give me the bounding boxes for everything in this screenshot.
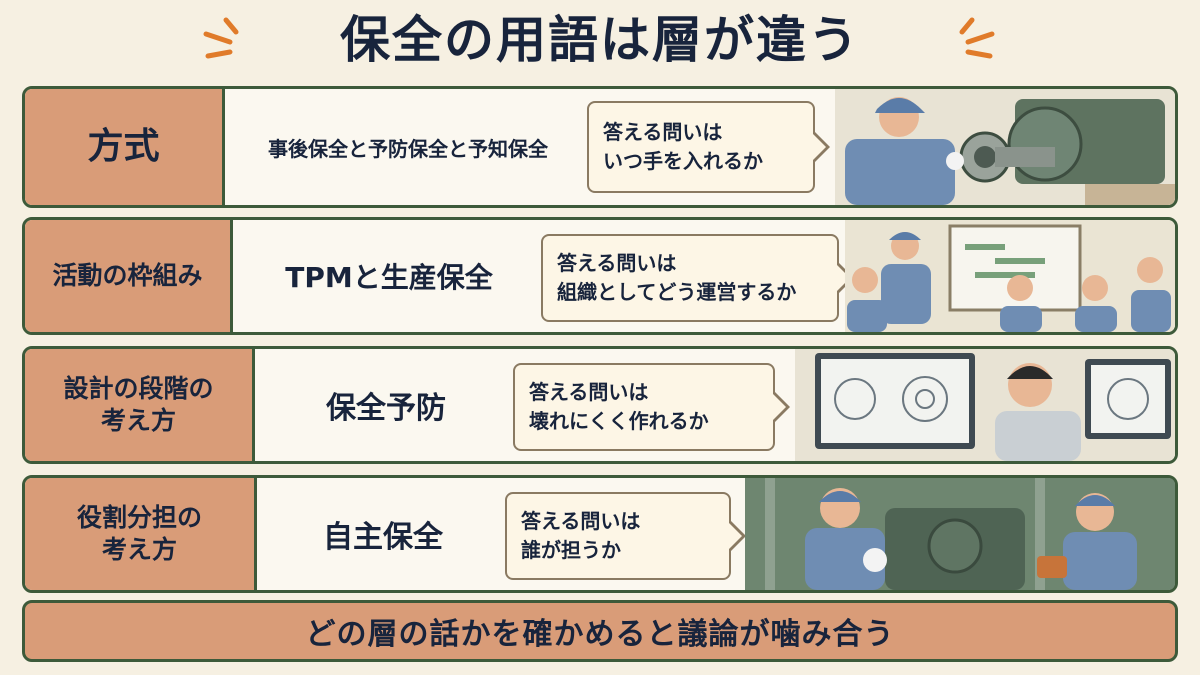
row-design-stage: 設計の段階の 考え方 保全予防 答える問いは 壊れにくく作れるか [22, 346, 1178, 464]
row-label: 設計の段階の 考え方 [25, 349, 255, 461]
question-bubble: 答える問いは 誰が担うか [505, 492, 746, 580]
engineer-cad-illustration [795, 349, 1175, 461]
question-line-1: 答える問いは [603, 120, 723, 144]
right-spark-icon [959, 17, 995, 59]
row-term: TPMと生産保全 [285, 261, 493, 294]
row-term: 事後保全と予防保全と予知保全 [268, 136, 548, 161]
row-label: 活動の枠組み [25, 220, 233, 332]
left-spark-icon [203, 17, 239, 59]
row-role-division: 役割分担の 考え方 自主保全 答える問いは 誰が担うか [22, 475, 1178, 593]
question-line-2: 壊れにくく作れるか [529, 409, 709, 433]
question-bubble: 答える問いは 組織としてどう運営するか [541, 234, 854, 322]
question-line-1: 答える問いは [521, 509, 641, 533]
mechanic-bearing-illustration [835, 89, 1175, 205]
page-title: 保全の用語は層が違う [340, 11, 860, 69]
row-label: 方式 [25, 89, 225, 205]
row-maintenance-method: 方式 事後保全と予防保全と予知保全 答える問いは いつ手を入れるか [22, 86, 1178, 208]
footer-conclusion: どの層の話かを確かめると議論が噛み合う [22, 600, 1178, 662]
question-line-2: 誰が担うか [521, 538, 621, 562]
question-line-1: 答える問いは [529, 380, 649, 404]
row-term: 自主保全 [323, 520, 443, 555]
question-line-1: 答える問いは [557, 251, 677, 275]
team-meeting-illustration [845, 220, 1175, 332]
question-line-2: いつ手を入れるか [603, 149, 763, 173]
question-bubble: 答える問いは いつ手を入れるか [587, 101, 830, 193]
row-activity-framework: 活動の枠組み TPMと生産保全 答える問いは 組織としてどう運営するか [22, 217, 1178, 335]
question-bubble: 答える問いは 壊れにくく作れるか [513, 363, 790, 451]
row-label: 役割分担の 考え方 [25, 478, 257, 590]
row-term: 保全予防 [326, 391, 446, 426]
question-line-2: 組織としてどう運営するか [557, 280, 797, 304]
operators-cleaning-illustration [745, 478, 1175, 590]
